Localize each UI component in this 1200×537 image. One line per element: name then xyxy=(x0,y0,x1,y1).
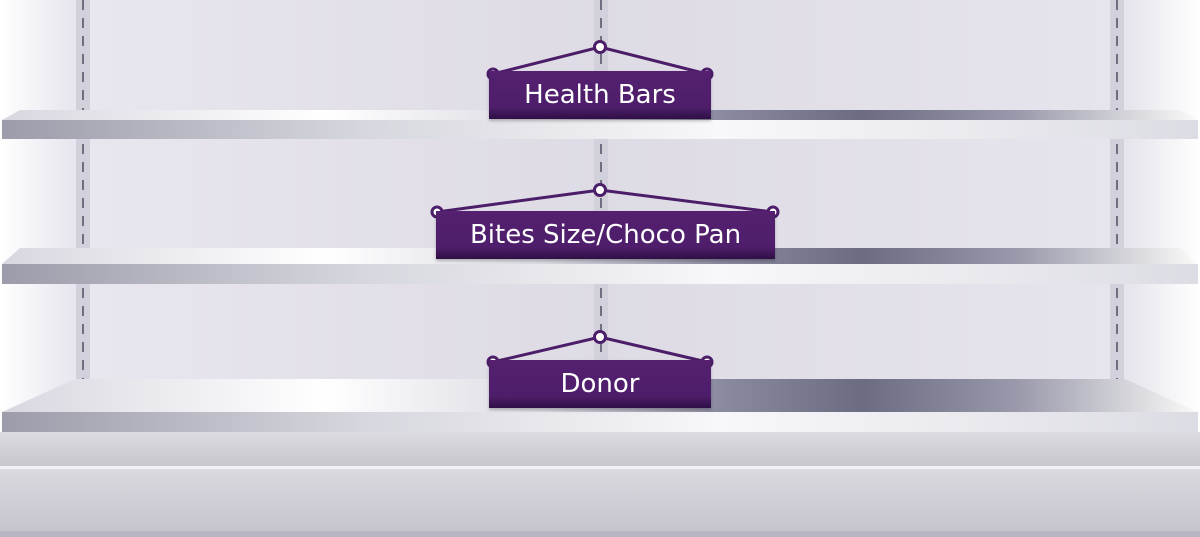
shelf-label-text: Bites Size/Choco Pan xyxy=(469,220,742,250)
shelf-label-donor[interactable]: Donor xyxy=(489,360,711,408)
shelf-label-text: Health Bars xyxy=(524,80,676,110)
shelf-label-bites-size-choco-pan[interactable]: Bites Size/Choco Pan xyxy=(436,211,775,259)
shelf-label-text: Donor xyxy=(560,369,640,399)
shelf-base xyxy=(0,432,1200,537)
shelf-label-health-bars[interactable]: Health Bars xyxy=(489,71,711,119)
